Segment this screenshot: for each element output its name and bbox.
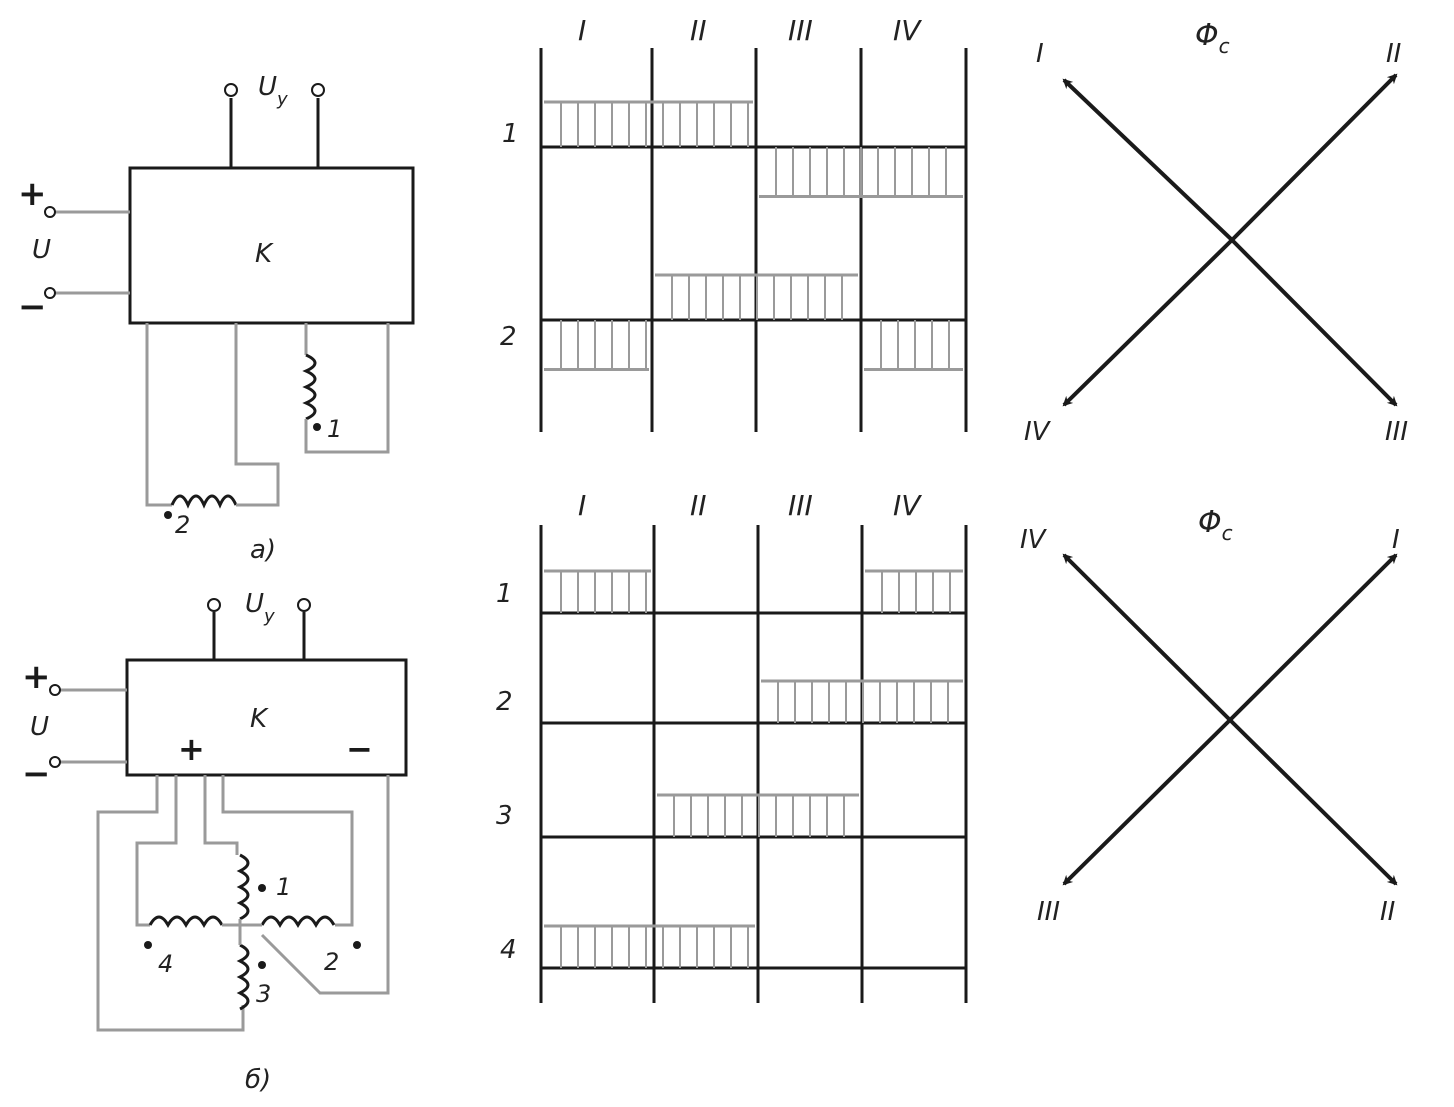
vector-label-a-br: III xyxy=(1385,417,1408,447)
winding-1-label-b: 1 xyxy=(276,873,291,901)
minus-sign-a: − xyxy=(18,287,47,327)
caption-b: б) xyxy=(245,1065,271,1095)
pulse-block xyxy=(761,679,963,723)
pulse-block xyxy=(544,320,649,371)
pulses-b xyxy=(544,569,963,968)
circuit-a: K Uy + − U 2 xyxy=(18,72,415,565)
col-label-b-1: I xyxy=(578,489,586,522)
windings-b: 1 4 3 2 xyxy=(96,775,390,1032)
control-terminals-a: Uy xyxy=(224,72,325,168)
vector-label-a-tr: II xyxy=(1386,39,1401,69)
row-label-a-2: 2 xyxy=(500,322,517,352)
col-label-a-1: I xyxy=(578,14,586,47)
block-label-a: K xyxy=(255,239,274,269)
caption-a: а) xyxy=(250,535,276,565)
winding-4-label-b: 4 xyxy=(158,950,173,978)
winding-3-label-b: 3 xyxy=(256,980,271,1008)
col-label-b-2: II xyxy=(690,489,707,522)
pulse-block xyxy=(655,273,858,320)
control-label-b: Uy xyxy=(245,589,275,627)
controller-block-a xyxy=(128,166,415,325)
vector-arrow-a-bottom-left xyxy=(1062,238,1234,407)
out-minus-b: − xyxy=(346,730,373,768)
winding-2-label-a: 2 xyxy=(175,511,190,539)
col-label-a-2: II xyxy=(690,14,707,47)
plus-sign-a: + xyxy=(18,174,47,214)
out-plus-b: + xyxy=(178,730,205,768)
col-label-a-3: III xyxy=(788,14,813,47)
pulse-block xyxy=(544,569,651,613)
minus-sign-b: − xyxy=(22,754,51,794)
pulse-block xyxy=(759,147,963,198)
vector-label-b-br: II xyxy=(1380,897,1395,927)
winding-1-label-a: 1 xyxy=(327,415,342,443)
vector-arrow-a-top-left xyxy=(1062,78,1234,242)
vector-label-b-bl: III xyxy=(1037,897,1060,927)
control-label-a: Uy xyxy=(258,72,288,110)
col-label-b-4: IV xyxy=(893,489,922,522)
vector-arrow-a-top-right xyxy=(1230,73,1398,242)
plus-sign-b: + xyxy=(22,657,51,697)
winding-2-a: 2 xyxy=(145,323,280,539)
row-label-b-3: 3 xyxy=(496,801,513,831)
winding-1-a: 1 xyxy=(302,323,390,454)
row-label-a-1: 1 xyxy=(502,119,519,149)
supply-label-b: U xyxy=(30,712,49,742)
row-label-b-4: 4 xyxy=(500,935,517,965)
vector-title-b: Φc xyxy=(1198,505,1233,545)
vector-arrow-b-bottom-left xyxy=(1062,718,1232,886)
pulse-block xyxy=(544,924,755,968)
supply-terminals-a: + − U xyxy=(18,174,130,327)
circuit-b: K + − Uy + − U xyxy=(22,589,408,1095)
vector-label-a-tl: I xyxy=(1036,39,1044,69)
col-label-a-4: IV xyxy=(893,14,922,47)
pulse-block xyxy=(865,569,963,613)
control-terminals-b: Uy xyxy=(207,589,311,660)
controller-block-b xyxy=(125,658,408,777)
timing-grid-b: I II III IV 1 2 3 4 xyxy=(496,489,968,1003)
vector-label-b-tr: I xyxy=(1392,525,1400,555)
vector-diagram-b: Φc IV I II III xyxy=(1020,505,1400,927)
row-label-b-1: 1 xyxy=(496,579,513,609)
pulse-block xyxy=(544,100,753,147)
vector-arrow-b-bottom-right xyxy=(1228,718,1398,886)
vector-arrow-b-top-right xyxy=(1228,553,1398,722)
supply-terminals-b: + − U xyxy=(22,657,127,794)
pulses-a xyxy=(544,100,963,371)
vector-arrow-b-top-left xyxy=(1062,553,1232,722)
pulse-block xyxy=(657,793,859,837)
vector-title-a: Φc xyxy=(1195,18,1230,58)
winding-2-label-b: 2 xyxy=(324,948,339,976)
vector-label-a-bl: IV xyxy=(1024,417,1052,447)
supply-label-a: U xyxy=(32,235,51,265)
block-label-b: K xyxy=(250,704,269,734)
vector-diagram-a: Φc I II III IV xyxy=(1024,18,1408,447)
vector-label-b-tl: IV xyxy=(1020,525,1048,555)
timing-grid-a: I II III IV 1 2 xyxy=(500,14,968,432)
row-label-b-2: 2 xyxy=(496,687,513,717)
pulse-block xyxy=(864,320,963,371)
col-label-b-3: III xyxy=(788,489,813,522)
vector-arrow-a-bottom-right xyxy=(1230,238,1398,407)
